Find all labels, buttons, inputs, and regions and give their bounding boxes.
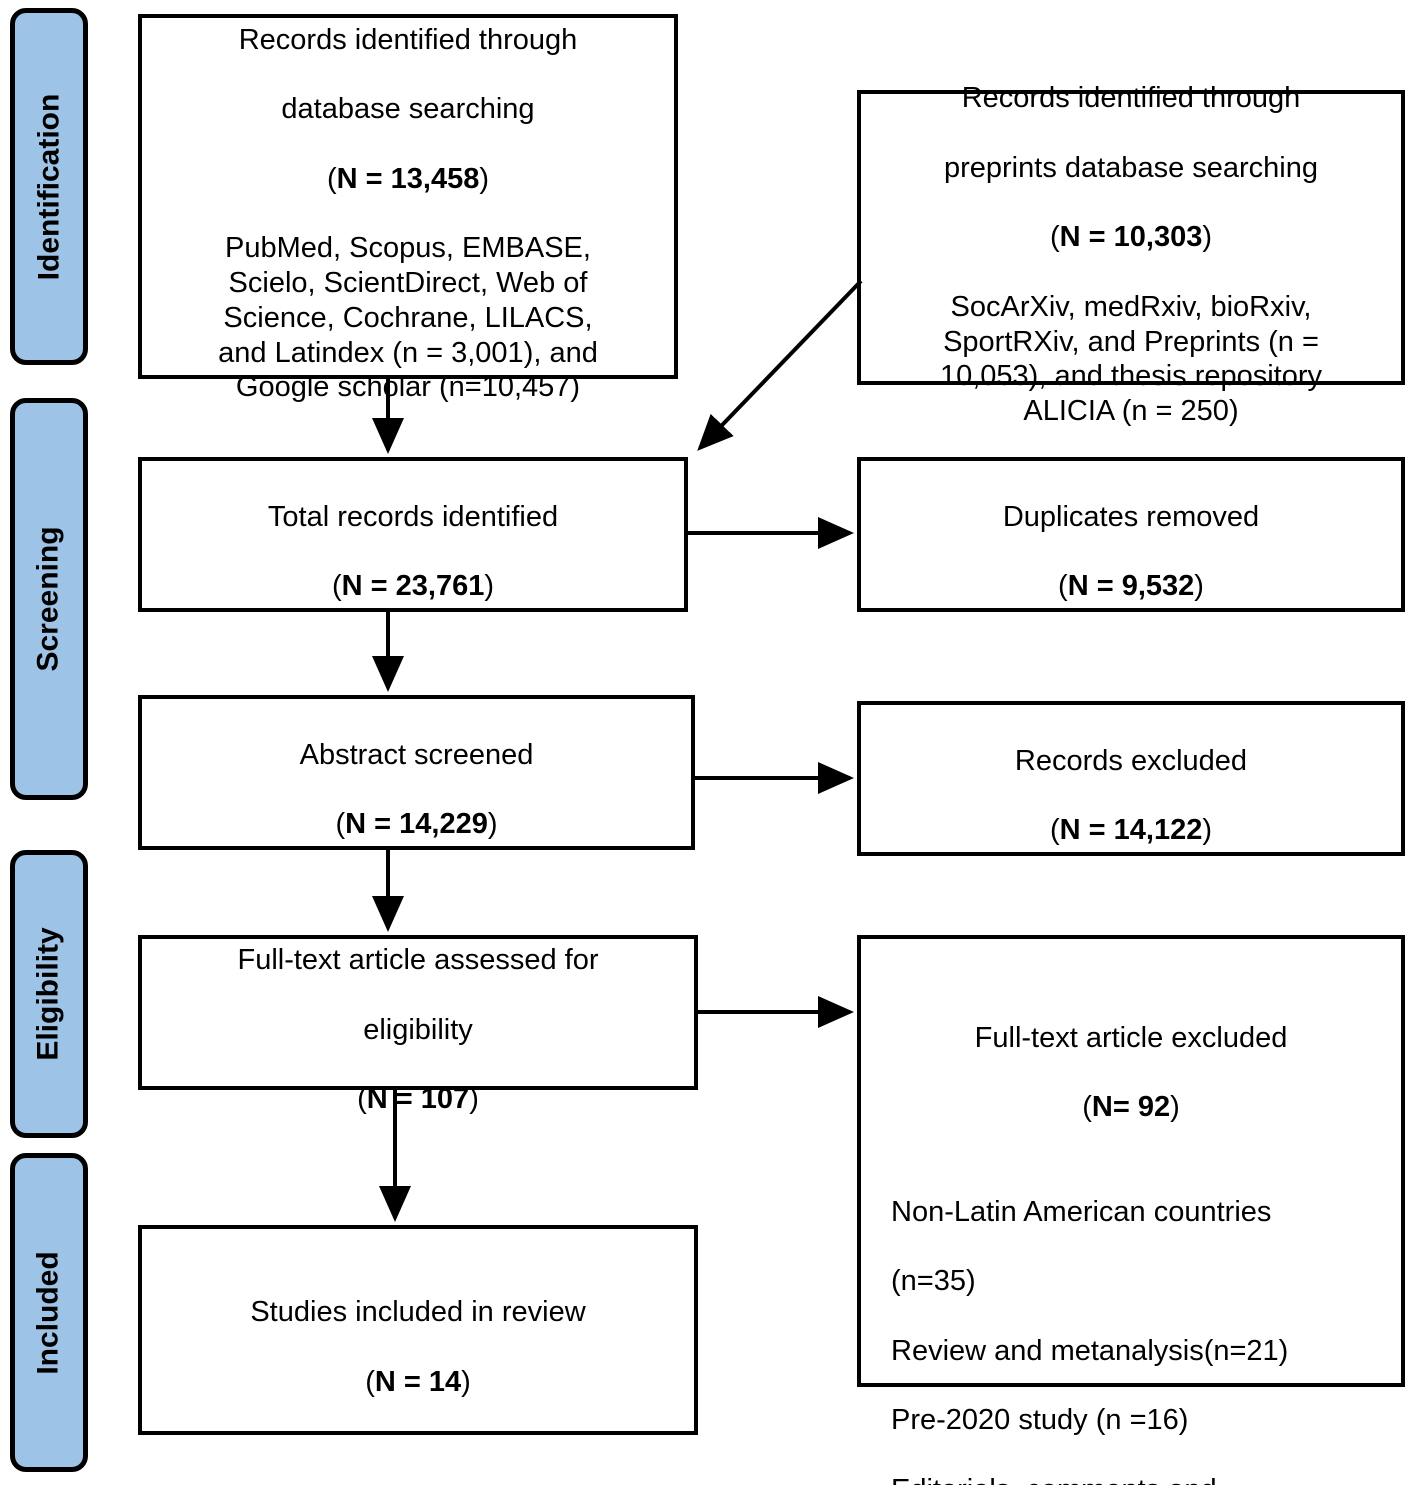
abstract-screened-line1: Abstract screened	[299, 738, 534, 771]
studies-included-line1: Studies included in review	[250, 1296, 586, 1329]
stage-tab-identification: Identification	[10, 8, 88, 365]
stage-tab-screening: Screening	[10, 398, 88, 800]
studies-included-count-open: (	[365, 1365, 375, 1398]
duplicates-count-open: (	[1058, 570, 1068, 603]
abstract-screened-count-open: (	[335, 808, 346, 841]
stage-label-eligibility: Eligibility	[32, 927, 66, 1061]
preprint-search-line2: preprints database searching	[943, 151, 1318, 184]
box-fulltext-excluded-text: Full-text article excluded (N= 92) Non-L…	[869, 951, 1393, 1485]
fulltext-assessed-count-close: )	[469, 1083, 479, 1116]
box-duplicates-removed: Duplicates removed (N = 9,532)	[857, 457, 1405, 612]
fulltext-excluded-reason-list: Non-Latin American countries (n=35) Revi…	[869, 1160, 1393, 1485]
stage-label-identification: Identification	[32, 93, 66, 280]
abstract-screened-count: N = 14,229	[345, 808, 488, 841]
fulltext-assessed-count: N = 107	[366, 1083, 470, 1116]
abstract-screened-count-close: )	[487, 808, 498, 841]
duplicates-count-close: )	[1194, 570, 1204, 603]
total-records-count: N = 23,761	[341, 570, 485, 603]
duplicates-line1: Duplicates removed	[1002, 500, 1260, 533]
stage-label-included: Included	[32, 1250, 65, 1375]
list-item: Pre-2020 study (n =16)	[891, 1404, 1189, 1437]
preprint-search-line1: Records identified through	[961, 81, 1301, 114]
db-search-count-close: )	[479, 162, 490, 195]
arrow-preprints-to-total	[697, 279, 863, 451]
box-records-identified-databases-text: Records identified through database sear…	[218, 0, 598, 405]
db-search-detail: PubMed, Scopus, EMBASE, Scielo, ScientDi…	[218, 232, 598, 404]
box-records-identified-preprints-text: Records identified through preprints dat…	[940, 46, 1322, 429]
box-studies-included: Studies included in review (N = 14)	[138, 1225, 698, 1435]
stage-tab-included: Included	[10, 1153, 88, 1472]
total-records-count-close: )	[484, 570, 495, 603]
box-studies-included-text: Studies included in review (N = 14)	[250, 1260, 585, 1399]
box-abstract-screened: Abstract screened (N = 14,229)	[138, 695, 695, 850]
box-records-identified-preprints: Records identified through preprints dat…	[857, 82, 1405, 427]
studies-included-count: N = 14	[374, 1365, 462, 1398]
box-records-excluded: Records excluded (N = 14,122)	[857, 701, 1405, 856]
list-item: Non-Latin American countries	[891, 1195, 1272, 1228]
list-item: Review and metanalysis(n=21)	[891, 1334, 1289, 1367]
fulltext-assessed-count-open: (	[357, 1083, 367, 1116]
db-search-count-open: (	[326, 162, 337, 195]
fulltext-assessed-line2: eligibility	[363, 1013, 473, 1046]
box-fulltext-assessed: Full-text article assessed for eligibili…	[138, 935, 698, 1115]
box-total-records-identified-text: Total records identified (N = 23,761)	[268, 465, 558, 604]
stage-label-screening: Screening	[32, 526, 65, 672]
preprint-search-count-open: (	[1049, 221, 1060, 254]
db-search-line2: database searching	[281, 93, 535, 126]
records-excluded-count-open: (	[1049, 814, 1060, 847]
records-excluded-line1: Records excluded	[1014, 744, 1248, 777]
preprint-search-count-close: )	[1202, 221, 1213, 254]
box-fulltext-excluded: Full-text article excluded (N= 92) Non-L…	[857, 935, 1405, 1485]
box-total-records-identified: Total records identified (N = 23,761)	[138, 457, 688, 612]
preprint-search-count: N = 10,303	[1059, 221, 1203, 254]
records-excluded-count: N = 14,122	[1059, 814, 1203, 847]
box-duplicates-removed-text: Duplicates removed (N = 9,532)	[1003, 465, 1259, 604]
box-fulltext-assessed-text: Full-text article assessed for eligibili…	[237, 908, 598, 1117]
box-records-identified-databases: Records identified through database sear…	[138, 14, 678, 403]
duplicates-count: N = 9,532	[1067, 570, 1195, 603]
total-records-line1: Total records identified	[267, 500, 559, 533]
box-records-excluded-text: Records excluded (N = 14,122)	[1015, 709, 1247, 848]
preprint-search-detail: SocArXiv, medRxiv, bioRxiv, SportRXiv, a…	[939, 290, 1323, 428]
records-excluded-count-close: )	[1202, 814, 1213, 847]
stage-tab-eligibility: Eligibility	[10, 850, 88, 1138]
db-search-count: N = 13,458	[336, 162, 480, 195]
fulltext-excluded-count: N= 92	[1091, 1091, 1171, 1124]
total-records-count-open: (	[331, 570, 342, 603]
db-search-line1: Records identified through	[238, 23, 578, 56]
list-item: Editorials, comments and	[891, 1473, 1393, 1485]
studies-included-count-close: )	[461, 1365, 471, 1398]
fulltext-excluded-count-open: (	[1082, 1091, 1092, 1124]
fulltext-assessed-line1: Full-text article assessed for	[237, 943, 599, 976]
box-abstract-screened-text: Abstract screened (N = 14,229)	[300, 703, 534, 842]
fulltext-excluded-count-close: )	[1170, 1091, 1180, 1124]
list-item: (n=35)	[891, 1265, 976, 1298]
fulltext-excluded-line1: Full-text article excluded	[974, 1021, 1288, 1054]
